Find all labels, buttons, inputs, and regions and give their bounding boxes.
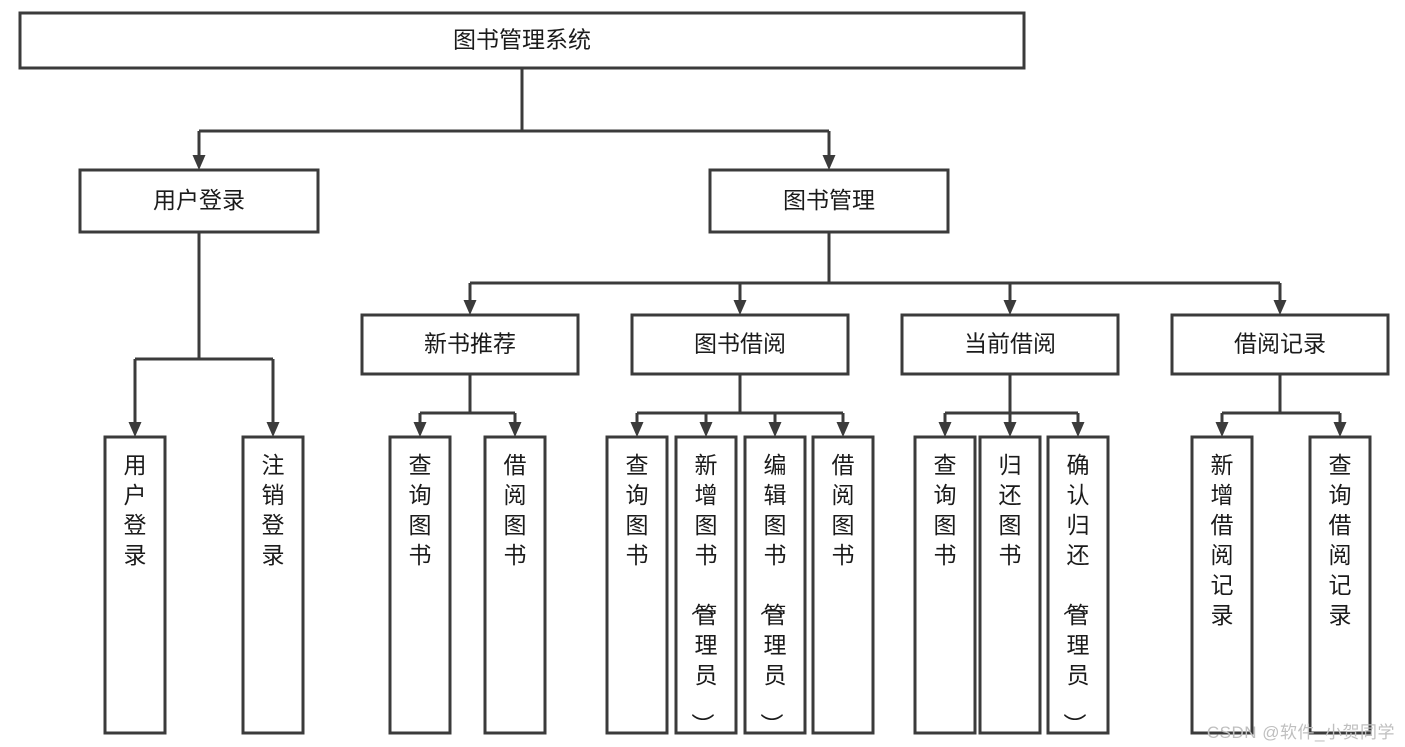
node-box[interactable] [360, 313, 580, 376]
node-label: 查询借阅记录 [1329, 452, 1352, 628]
node-leaf-nb-borrow[interactable]: 借阅图书 [483, 435, 547, 735]
node-label: 归还图书 [999, 452, 1022, 568]
node-box[interactable] [708, 168, 950, 234]
node-label: 图书管理 [783, 187, 875, 213]
node-leaf-cur-query[interactable]: 查询图书 [913, 435, 977, 735]
node-box[interactable] [913, 435, 977, 735]
node-label: 借阅记录 [1234, 331, 1326, 357]
node-leaf-bw-borrow[interactable]: 借阅图书 [811, 435, 875, 735]
node-leaf-bw-query[interactable]: 查询图书 [605, 435, 669, 735]
node-label: 图书借阅 [694, 331, 786, 357]
node-label: 查询图书 [934, 452, 957, 568]
node-records[interactable]: 借阅记录 [1170, 313, 1390, 376]
node-box[interactable] [630, 313, 850, 376]
node-leaf-cur-return[interactable]: 归还图书 [978, 435, 1042, 735]
node-box[interactable] [900, 313, 1120, 376]
node-label: 查询图书 [626, 452, 649, 568]
node-leaf-rec-add[interactable]: 新增借阅记录 [1190, 435, 1254, 735]
node-bookmgmt[interactable]: 图书管理 [708, 168, 950, 234]
node-leaf-user-login[interactable]: 用户登录 [103, 435, 167, 735]
node-label: 用户登录 [153, 187, 245, 213]
node-label: 新增借阅记录 [1211, 452, 1234, 628]
node-leaf-user-logout[interactable]: 注销登录 [241, 435, 305, 735]
node-box[interactable] [388, 435, 452, 735]
node-label: 注销登录 [262, 452, 285, 568]
node-box[interactable] [978, 435, 1042, 735]
node-leaf-rec-query[interactable]: 查询借阅记录 [1308, 435, 1372, 735]
node-box[interactable] [605, 435, 669, 735]
node-box[interactable] [1046, 435, 1110, 735]
node-root[interactable]: 图书管理系统 [18, 11, 1026, 70]
node-leaf-bw-edit[interactable]: 编辑图书（管理员） [743, 435, 807, 736]
node-label: 当前借阅 [964, 331, 1056, 357]
edges-layer [128, 68, 1347, 437]
node-box[interactable] [1170, 313, 1390, 376]
node-label: 确认归还（管理员） [1062, 452, 1090, 736]
nodes-layer: 图书管理系统用户登录图书管理新书推荐图书借阅当前借阅借阅记录用户登录注销登录查询… [18, 11, 1390, 736]
node-leaf-bw-add[interactable]: 新增图书（管理员） [674, 435, 738, 736]
node-box[interactable] [1308, 435, 1372, 735]
node-box[interactable] [78, 168, 320, 234]
node-label: 借阅图书 [832, 452, 855, 568]
node-label: 查询图书 [409, 452, 432, 568]
node-label: 编辑图书（管理员） [759, 452, 787, 736]
node-label: 新书推荐 [424, 331, 516, 357]
node-leaf-nb-query[interactable]: 查询图书 [388, 435, 452, 735]
node-box[interactable] [811, 435, 875, 735]
node-box[interactable] [103, 435, 167, 735]
node-current[interactable]: 当前借阅 [900, 313, 1120, 376]
node-leaf-cur-confirm[interactable]: 确认归还（管理员） [1046, 435, 1110, 736]
node-label: 新增图书（管理员） [690, 452, 718, 736]
node-box[interactable] [241, 435, 305, 735]
node-login[interactable]: 用户登录 [78, 168, 320, 234]
node-label: 用户登录 [124, 452, 147, 568]
node-label: 借阅图书 [504, 452, 527, 568]
node-box[interactable] [18, 11, 1026, 70]
node-label: 图书管理系统 [453, 27, 591, 53]
node-box[interactable] [674, 435, 738, 735]
node-box[interactable] [483, 435, 547, 735]
node-borrow[interactable]: 图书借阅 [630, 313, 850, 376]
node-box[interactable] [1190, 435, 1254, 735]
node-newbook[interactable]: 新书推荐 [360, 313, 580, 376]
node-box[interactable] [743, 435, 807, 735]
